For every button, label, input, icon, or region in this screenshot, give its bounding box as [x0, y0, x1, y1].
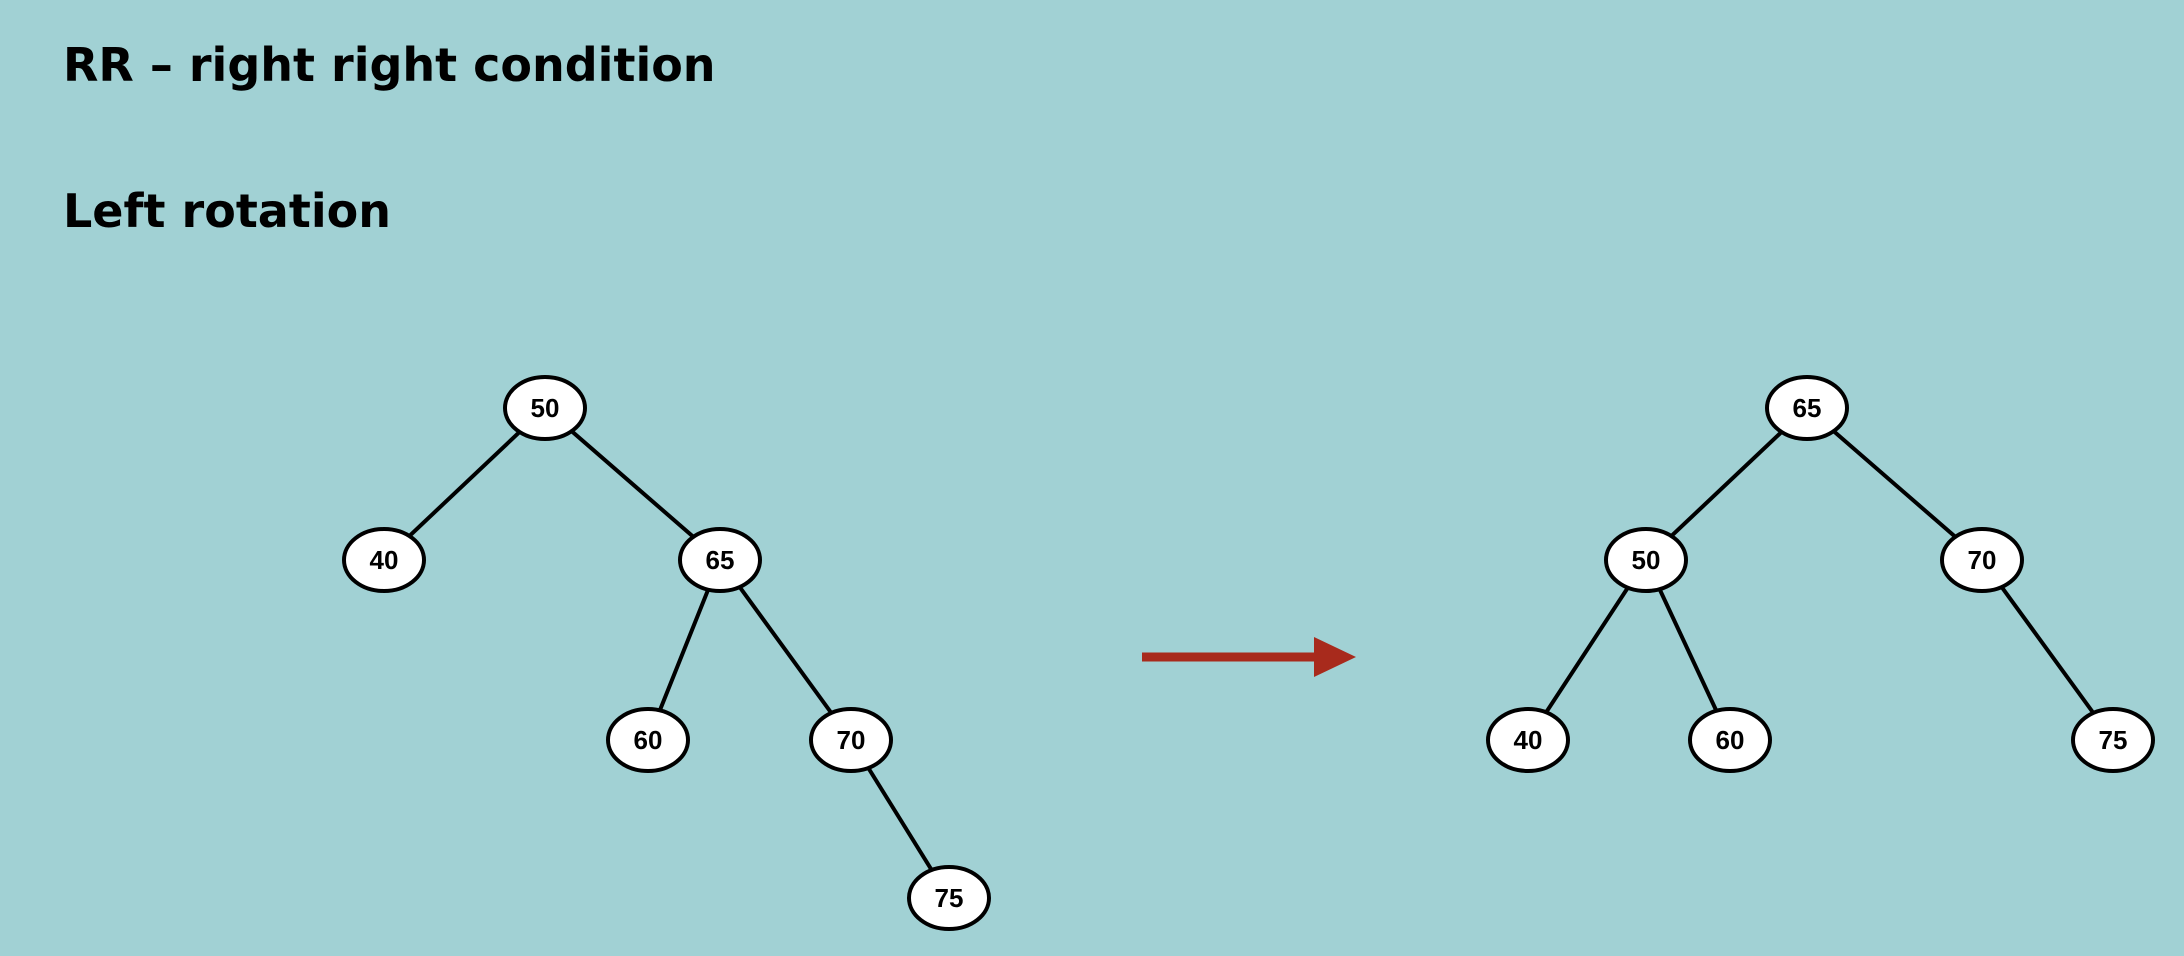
after-node-65: 65 — [1765, 375, 1849, 441]
node-ellipse — [2071, 707, 2155, 773]
after-node-40: 40 — [1486, 707, 1570, 773]
node-label: 70 — [837, 725, 866, 755]
node-ellipse — [1765, 375, 1849, 441]
arrow-right-icon — [1142, 637, 1356, 677]
node-ellipse — [1486, 707, 1570, 773]
node-ellipse — [809, 707, 893, 773]
before-node-70: 70 — [809, 707, 893, 773]
node-label: 65 — [706, 545, 735, 575]
before-edge — [543, 406, 722, 562]
after-node-50: 50 — [1604, 527, 1688, 593]
after-edge — [1805, 406, 1984, 562]
node-label: 40 — [370, 545, 399, 575]
node-ellipse — [503, 375, 587, 441]
node-ellipse — [342, 527, 426, 593]
before-node-75: 75 — [907, 865, 991, 931]
node-label: 50 — [1632, 545, 1661, 575]
before-edge — [718, 558, 853, 742]
node-label: 50 — [531, 393, 560, 423]
before-node-40: 40 — [342, 527, 426, 593]
node-label: 60 — [1716, 725, 1745, 755]
node-label: 70 — [1968, 545, 1997, 575]
node-label: 75 — [935, 883, 964, 913]
arrow-head — [1314, 637, 1356, 677]
node-ellipse — [1604, 527, 1688, 593]
after-tree: 65 50 70 40 60 75 — [1486, 375, 2155, 773]
after-node-60: 60 — [1688, 707, 1772, 773]
before-node-60: 60 — [606, 707, 690, 773]
slide-title: RR – right right condition — [63, 38, 716, 92]
before-tree: 50 40 65 60 70 75 — [342, 375, 991, 931]
after-node-75: 75 — [2071, 707, 2155, 773]
slide-subtitle: Left rotation — [63, 184, 391, 238]
after-edge — [1526, 558, 1648, 742]
node-label: 75 — [2099, 725, 2128, 755]
node-ellipse — [606, 707, 690, 773]
node-ellipse — [678, 527, 762, 593]
after-edge — [1980, 558, 2115, 742]
node-label: 65 — [1793, 393, 1822, 423]
node-ellipse — [1688, 707, 1772, 773]
after-node-70: 70 — [1940, 527, 2024, 593]
node-label: 60 — [634, 725, 663, 755]
before-node-65: 65 — [678, 527, 762, 593]
node-ellipse — [907, 865, 991, 931]
node-label: 40 — [1514, 725, 1543, 755]
before-node-50: 50 — [503, 375, 587, 441]
node-ellipse — [1940, 527, 2024, 593]
